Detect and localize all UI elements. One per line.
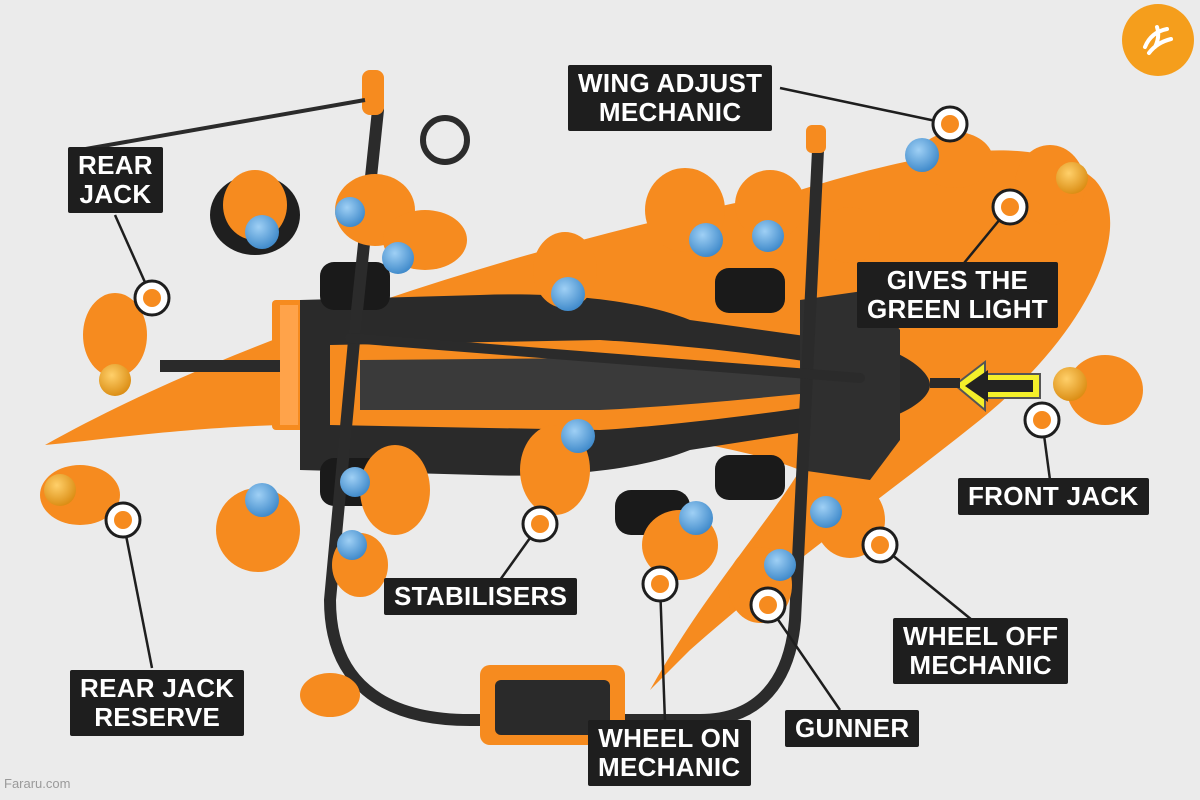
label-wheel-off-mechanic: WHEEL OFF MECHANIC: [893, 618, 1069, 684]
label-stabilisers: STABILISERS: [384, 578, 578, 615]
crew-position-marker-icon: [521, 505, 559, 543]
crew-members: [40, 132, 1143, 717]
pit-gantry: [323, 104, 865, 726]
race-car: [160, 262, 960, 535]
crew-position-marker-icon: [104, 501, 142, 539]
label-front-jack: FRONT JACK: [958, 478, 1149, 515]
crew-position-marker-icon: [133, 279, 171, 317]
crew-position-marker-icon: [641, 565, 679, 603]
crew-position-marker-icon: [931, 105, 969, 143]
label-wing-adjust-mechanic: WING ADJUST MECHANIC: [568, 65, 773, 131]
leader-lines: [113, 86, 1052, 723]
crew-position-marker-icon: [749, 586, 787, 624]
label-gunner: GUNNER: [785, 710, 920, 747]
label-rear-jack-reserve: REAR JACK RESERVE: [70, 670, 245, 736]
watermark-text: Fararu.com: [4, 776, 71, 791]
gantry-light-pole: [79, 70, 826, 165]
crew-position-marker-icon: [991, 188, 1029, 226]
front-jack-arrow: [953, 359, 1041, 413]
label-gives-green-light: GIVES THE GREEN LIGHT: [857, 262, 1058, 328]
label-rear-jack: REAR JACK: [68, 147, 163, 213]
fararu-logo-mark: [1143, 25, 1173, 55]
position-markers: [104, 105, 1061, 624]
crew-position-marker-icon: [861, 526, 899, 564]
label-wheel-on-mechanic: WHEEL ON MECHANIC: [588, 720, 751, 786]
crew-position-marker-icon: [1023, 401, 1061, 439]
fararu-logo-icon: [1122, 4, 1194, 76]
